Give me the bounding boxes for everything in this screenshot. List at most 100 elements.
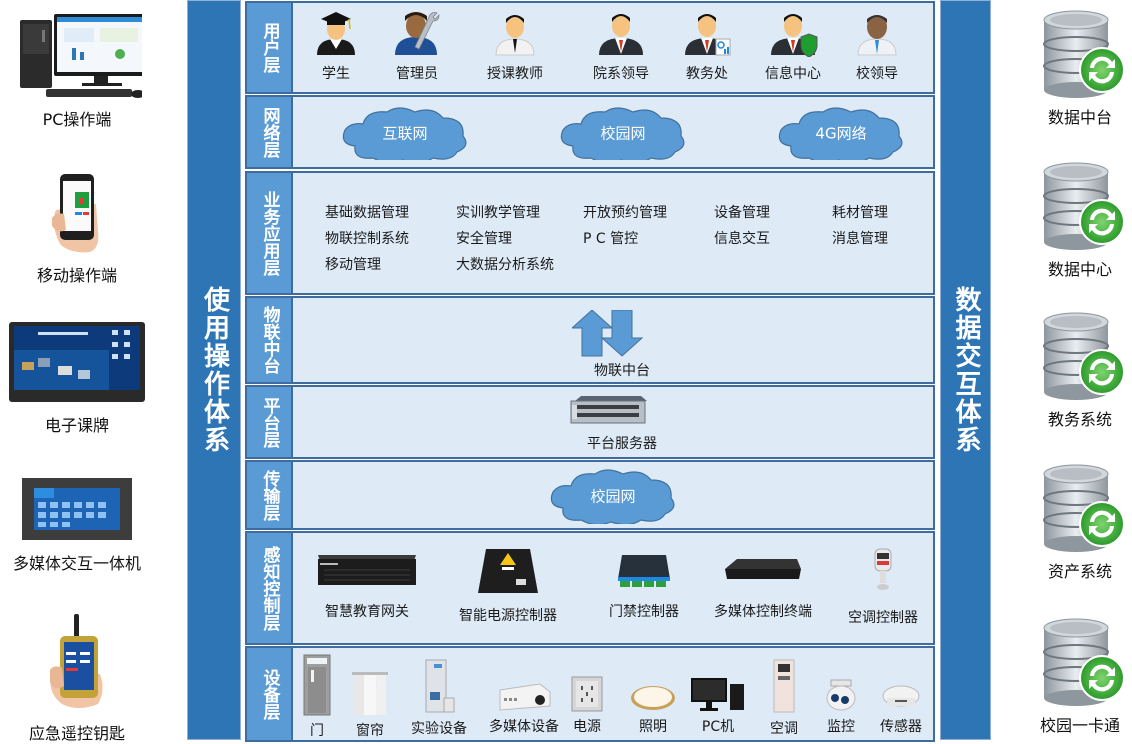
mobile-phone-icon <box>52 174 99 253</box>
access-controller-icon <box>618 555 670 587</box>
left-item-label: 多媒体交互一体机 <box>12 554 141 573</box>
left-item-multimedia-terminal: 多媒体交互一体机 <box>0 476 167 574</box>
data-exchange-bar: 数据交互体系 <box>940 0 991 740</box>
device-layer: 设备层 门 窗帘 <box>245 646 935 742</box>
right-item-data-center: 数据中心 <box>1010 160 1132 280</box>
academic-office-icon <box>685 14 731 56</box>
air-conditioner-icon <box>773 659 795 713</box>
network-cloud-4g: 4G网络 <box>771 106 911 164</box>
layer-label: 感知控制层 <box>247 533 293 643</box>
sensing-item-access-controller: 门禁控制器 <box>594 553 694 621</box>
cloud-icon <box>550 469 675 526</box>
user-school-leader: 校领导 <box>832 9 922 83</box>
emergency-remote-icon <box>50 614 103 708</box>
rack-server-icon <box>570 396 647 424</box>
network-cloud-internet: 互联网 <box>335 106 475 164</box>
sensing-item-ac-controller: 空调控制器 <box>833 547 933 627</box>
device-item-air-conditioner: 空调 <box>761 658 807 738</box>
device-item-sensor: 传感器 <box>873 682 929 736</box>
business-row: 基础数据管理 实训教学管理 开放预约管理 设备管理 耗材管理 <box>325 199 888 225</box>
right-item-academic-system: 教务系统 <box>1010 310 1132 430</box>
projector-icon <box>499 683 551 711</box>
business-module: 物联控制系统 <box>325 231 409 247</box>
business-module: 基础数据管理 <box>325 205 409 221</box>
left-item-label: 移动操作端 <box>36 266 117 285</box>
business-module: 耗材管理 <box>832 205 888 221</box>
user-teacher: 授课教师 <box>470 9 560 83</box>
layer-label: 业务应用层 <box>247 173 293 293</box>
layer-label: 网络层 <box>247 97 293 167</box>
device-item-lighting: 照明 <box>623 684 683 736</box>
electronic-class-board-icon <box>9 322 145 402</box>
database-sync-icon <box>1043 618 1125 706</box>
user-info-center: 信息中心 <box>748 9 838 83</box>
teacher-icon <box>495 15 535 56</box>
business-module: P C 管控 <box>583 231 639 247</box>
business-module: 开放预约管理 <box>583 205 667 221</box>
multimedia-terminal-icon <box>22 478 132 540</box>
leader-icon <box>599 14 643 55</box>
sensing-item-power-controller: 智能电源控制器 <box>443 547 573 625</box>
sensing-item-multimedia-controller: 多媒体控制终端 <box>698 555 828 621</box>
lab-equipment-icon <box>425 659 455 713</box>
door-icon <box>303 654 331 716</box>
school-leader-icon <box>857 15 897 56</box>
layer-label: 平台层 <box>247 387 293 457</box>
business-module-grid: 基础数据管理 实训教学管理 开放预约管理 设备管理 耗材管理 物联控制系统 安全… <box>325 199 888 277</box>
power-controller-icon <box>478 549 538 593</box>
usage-system-title: 使用操作体系 <box>199 286 230 454</box>
curtain-icon <box>352 672 388 715</box>
device-item-door: 门 <box>297 654 337 740</box>
right-item-asset-system: 资产系统 <box>1010 462 1132 582</box>
user-department-leader: 院系领导 <box>576 9 666 83</box>
network-layer: 网络层 互联网 校园网 4G网络 <box>245 95 935 169</box>
left-item-label: PC操作端 <box>42 110 112 129</box>
sensor-icon <box>882 685 920 707</box>
multimedia-controller-icon <box>725 559 801 579</box>
business-layer: 业务应用层 基础数据管理 实训教学管理 开放预约管理 设备管理 耗材管理 物联控… <box>245 171 935 295</box>
desktop-pc-icon <box>20 14 148 98</box>
arrow-up-icon <box>572 310 614 357</box>
power-socket-icon <box>571 676 603 712</box>
business-row: 移动管理 大数据分析系统 <box>325 251 888 277</box>
transport-layer: 传输层 校园网 <box>245 460 935 530</box>
layer-label: 物联中台 <box>247 298 293 382</box>
database-sync-icon <box>1043 312 1125 400</box>
camera-icon <box>826 679 856 711</box>
business-module: 信息交互 <box>714 231 770 247</box>
usage-system-bar: 使用操作体系 <box>187 0 241 740</box>
sensing-control-layer: 感知控制层 智慧教育网关 智能电源控制器 <box>245 531 935 645</box>
device-item-power: 电源 <box>567 676 607 736</box>
business-module: 消息管理 <box>832 231 888 247</box>
graduate-icon <box>317 12 355 55</box>
right-item-campus-card: 校园一卡通 <box>1010 616 1132 736</box>
left-item-emergency-remote: 应急遥控钥匙 <box>0 612 167 744</box>
ac-controller-icon <box>874 548 892 590</box>
user-academic-office: 教务处 <box>662 9 752 83</box>
admin-wrench-icon <box>395 12 440 55</box>
left-item-class-board: 电子课牌 <box>0 320 167 436</box>
iot-platform-layer: 物联中台 物联中台 <box>245 296 935 384</box>
transport-cloud-campus: 校园网 <box>543 468 683 526</box>
device-item-camera: 监控 <box>819 678 863 736</box>
platform-caption: 平台服务器 <box>587 436 657 452</box>
sensing-item-gateway: 智慧教育网关 <box>309 551 425 621</box>
info-center-shield-icon <box>771 14 818 58</box>
database-sync-icon <box>1043 10 1125 98</box>
pc-icon <box>691 678 744 711</box>
device-item-projector: 多媒体设备 <box>479 680 569 736</box>
left-item-pc: PC操作端 <box>0 6 167 130</box>
user-admin: 管理员 <box>372 9 462 83</box>
left-item-mobile: 移动操作端 <box>0 170 167 286</box>
database-sync-icon <box>1043 464 1125 552</box>
iot-platform-caption: 物联中台 <box>594 363 650 379</box>
data-exchange-title: 数据交互体系 <box>951 286 981 454</box>
business-module: 安全管理 <box>456 231 512 247</box>
left-item-label: 应急遥控钥匙 <box>28 724 125 743</box>
network-cloud-campus: 校园网 <box>553 106 693 164</box>
gateway-icon <box>318 555 416 585</box>
device-item-curtain: 窗帘 <box>347 672 393 740</box>
left-item-label: 电子课牌 <box>44 416 109 435</box>
layer-label: 传输层 <box>247 462 293 528</box>
business-module: 设备管理 <box>714 205 770 221</box>
